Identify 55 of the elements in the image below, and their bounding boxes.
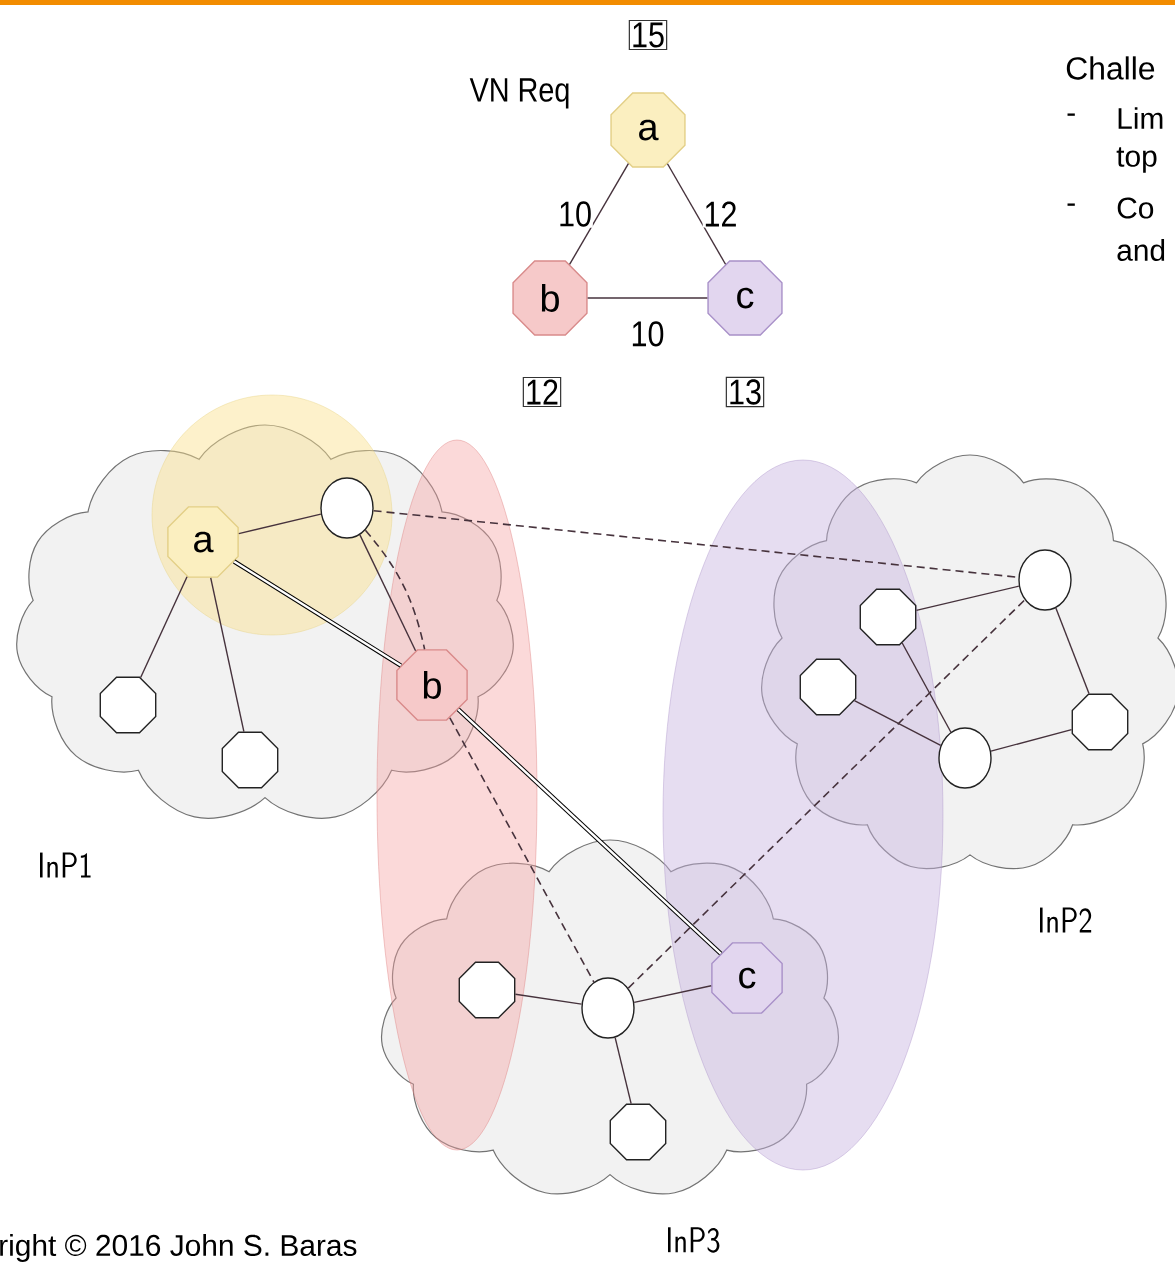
link	[210, 577, 245, 733]
bullet-dash: -	[1067, 203, 1075, 206]
bullet-text: Co	[1117, 197, 1154, 219]
bullet-text: and	[1117, 239, 1165, 261]
octagon-node	[609, 1103, 667, 1161]
capacity-box: 12	[522, 376, 562, 408]
link	[901, 642, 952, 733]
dashed-link	[449, 717, 595, 983]
octagon-node	[799, 658, 857, 716]
octagon-node: b	[512, 260, 588, 336]
circle-node	[1018, 549, 1072, 611]
bullet-text: top	[1116, 147, 1157, 173]
capacity-box: 15	[628, 19, 668, 51]
octagon-node	[859, 588, 917, 646]
edge-label: 12	[705, 201, 736, 227]
octagon-node: a	[167, 506, 239, 578]
mapping-link	[456, 707, 723, 956]
circle-node	[581, 977, 635, 1039]
heading-text: Challe	[1066, 56, 1155, 80]
link	[1055, 607, 1090, 695]
octagon-node	[1071, 693, 1129, 751]
link	[990, 728, 1073, 752]
diagram-label: VN Req	[469, 78, 569, 109]
link	[238, 513, 322, 535]
bullet-text: Lim	[1118, 107, 1163, 129]
octagon-node: c	[707, 260, 783, 336]
octagon-node	[458, 961, 516, 1019]
edge-label: 10	[632, 321, 664, 347]
circle-node	[320, 477, 374, 539]
cloud-label: InP2	[1040, 907, 1092, 933]
mapping-link	[233, 559, 402, 668]
circle-node	[938, 727, 992, 789]
dashed-link	[364, 529, 426, 650]
link	[633, 985, 712, 1004]
octagon-node: b	[396, 649, 468, 721]
cloud-label: InP3	[668, 1227, 720, 1253]
cloud-label: InP1	[40, 852, 91, 878]
link	[359, 534, 417, 652]
dashed-link	[627, 599, 1026, 989]
octagon-node	[221, 731, 279, 789]
link	[666, 163, 727, 265]
link	[614, 1036, 632, 1105]
octagon-node	[99, 676, 157, 734]
link	[915, 585, 1020, 611]
octagon-node: c	[711, 942, 783, 1014]
bullet-dash: -	[1067, 113, 1075, 116]
link	[586, 297, 709, 299]
link	[139, 576, 188, 679]
link	[853, 700, 942, 747]
octagon-node: a	[610, 92, 686, 168]
link	[514, 993, 583, 1005]
edge-label: 10	[560, 201, 591, 227]
link	[568, 162, 630, 266]
copyright-text: right © 2016 John S. Baras	[0, 1234, 357, 1262]
capacity-box: 13	[725, 376, 765, 408]
